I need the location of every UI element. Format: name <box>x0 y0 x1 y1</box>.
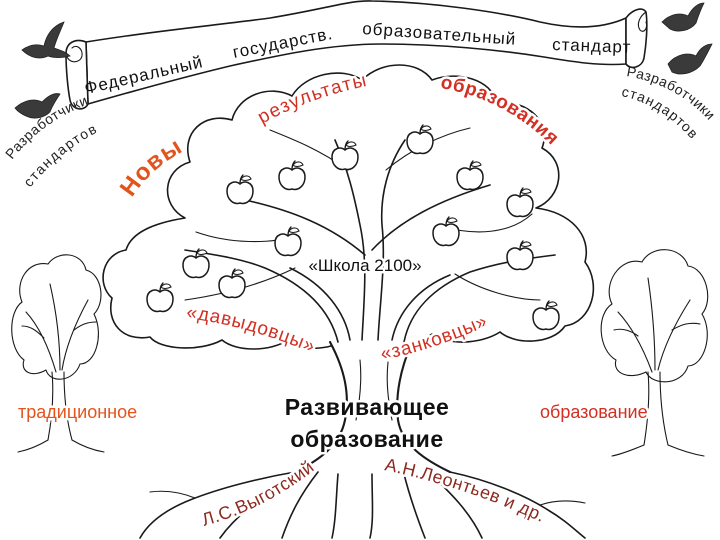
small-tree-right-icon <box>600 249 709 457</box>
tree-trunk <box>293 340 452 474</box>
bird-icon <box>14 93 61 119</box>
bird-icon <box>21 21 71 59</box>
scroll-banner-icon: Федеральный государств. образовательный … <box>65 0 648 110</box>
banner-word-standard: стандарт <box>552 35 632 57</box>
tree-roots <box>139 471 586 539</box>
developing-education-line1: Развивающее <box>285 394 450 420</box>
vygotsky-label-text: Л.С.Выготский <box>197 454 320 532</box>
bird-icon <box>661 2 705 32</box>
tree-trunk-fill <box>295 332 450 472</box>
traditional-label: традиционное <box>18 402 137 422</box>
banner-left-roll <box>65 39 89 110</box>
banner-left-curl <box>65 45 83 63</box>
traditional-education-label: образование <box>540 402 648 422</box>
developing-education-line2: образование <box>290 426 443 452</box>
vygotsky-label: Л.С.Выготский <box>200 457 318 530</box>
small-tree-right-crown <box>600 249 709 383</box>
developing-education-title: Развивающее образование <box>282 392 451 455</box>
banner-right-curl <box>637 11 648 32</box>
bird-icon <box>667 43 713 75</box>
small-tree-left-crown <box>11 254 102 380</box>
school-2100-label: «Школа 2100» <box>308 256 421 275</box>
small-tree-left-icon <box>11 254 105 453</box>
banner-right-roll <box>625 8 648 69</box>
tree-icon <box>102 64 595 539</box>
